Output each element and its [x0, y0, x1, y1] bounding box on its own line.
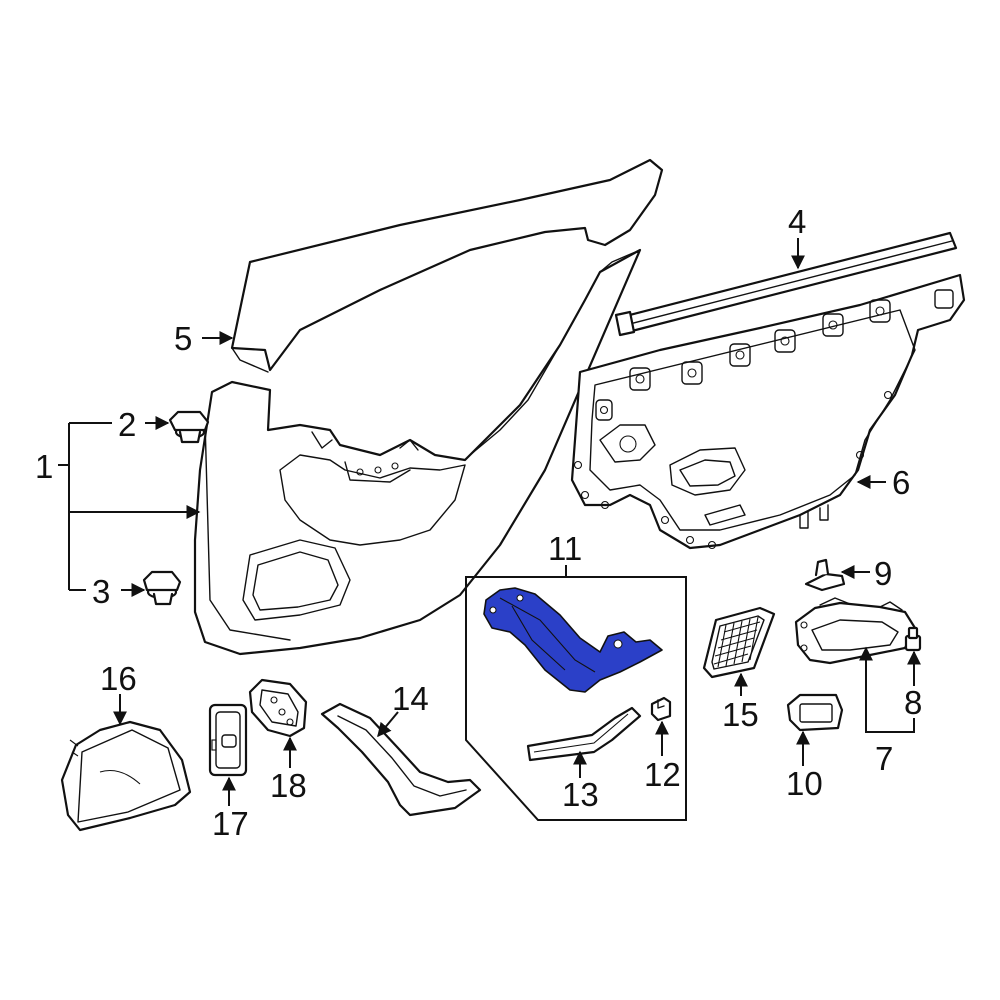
callout-11: 11 [548, 530, 582, 567]
callout-13: 13 [562, 776, 599, 813]
callout-2: 2 [118, 406, 136, 443]
part-7-handle-housing[interactable] [794, 597, 917, 665]
part-17-window-switch[interactable] [208, 703, 248, 777]
part-13-trim-strip[interactable] [526, 706, 642, 762]
callout-15: 15 [722, 696, 759, 733]
part-18-switch-panel[interactable] [248, 678, 308, 738]
part-15-speaker-grille[interactable] [702, 606, 776, 679]
part-5-upper-trim[interactable] [230, 158, 664, 373]
callout-8: 8 [904, 684, 922, 721]
part-6-door-carrier[interactable] [570, 273, 966, 550]
part-1-door-panel[interactable] [193, 248, 642, 656]
callout-7: 7 [875, 740, 893, 777]
callout-10: 10 [786, 765, 823, 802]
carrier-mount-tabs [595, 289, 954, 421]
part-4-weatherstrip[interactable] [614, 231, 958, 337]
part-2-clip[interactable] [168, 410, 210, 444]
callout-18: 18 [270, 767, 307, 804]
part-10-switch-bezel[interactable] [786, 693, 844, 732]
callout-4: 4 [788, 203, 806, 240]
callout-3: 3 [92, 573, 110, 610]
part-16-speaker-cover[interactable] [60, 720, 192, 832]
callout-16: 16 [100, 660, 137, 697]
part-9-clip[interactable] [804, 558, 846, 592]
leader-lines [58, 238, 921, 806]
callout-1: 1 [35, 448, 53, 485]
callout-17: 17 [212, 805, 249, 842]
callout-14: 14 [392, 680, 429, 717]
callout-6: 6 [892, 464, 910, 501]
part-3-clip[interactable] [142, 570, 182, 606]
callout-5: 5 [174, 320, 192, 357]
callout-9: 9 [874, 555, 892, 592]
part-11-armrest-bracket[interactable] [483, 587, 663, 693]
callout-12: 12 [644, 756, 681, 793]
part-8-socket[interactable] [904, 626, 922, 652]
part-12-clip[interactable] [650, 696, 672, 722]
part-14-pull-trim[interactable] [320, 702, 482, 817]
part-11-group-box [465, 576, 687, 821]
callout-labels: 1 2 3 4 5 6 7 8 9 10 11 12 13 14 15 16 1… [35, 203, 922, 842]
carrier-edge-holes [573, 390, 893, 550]
